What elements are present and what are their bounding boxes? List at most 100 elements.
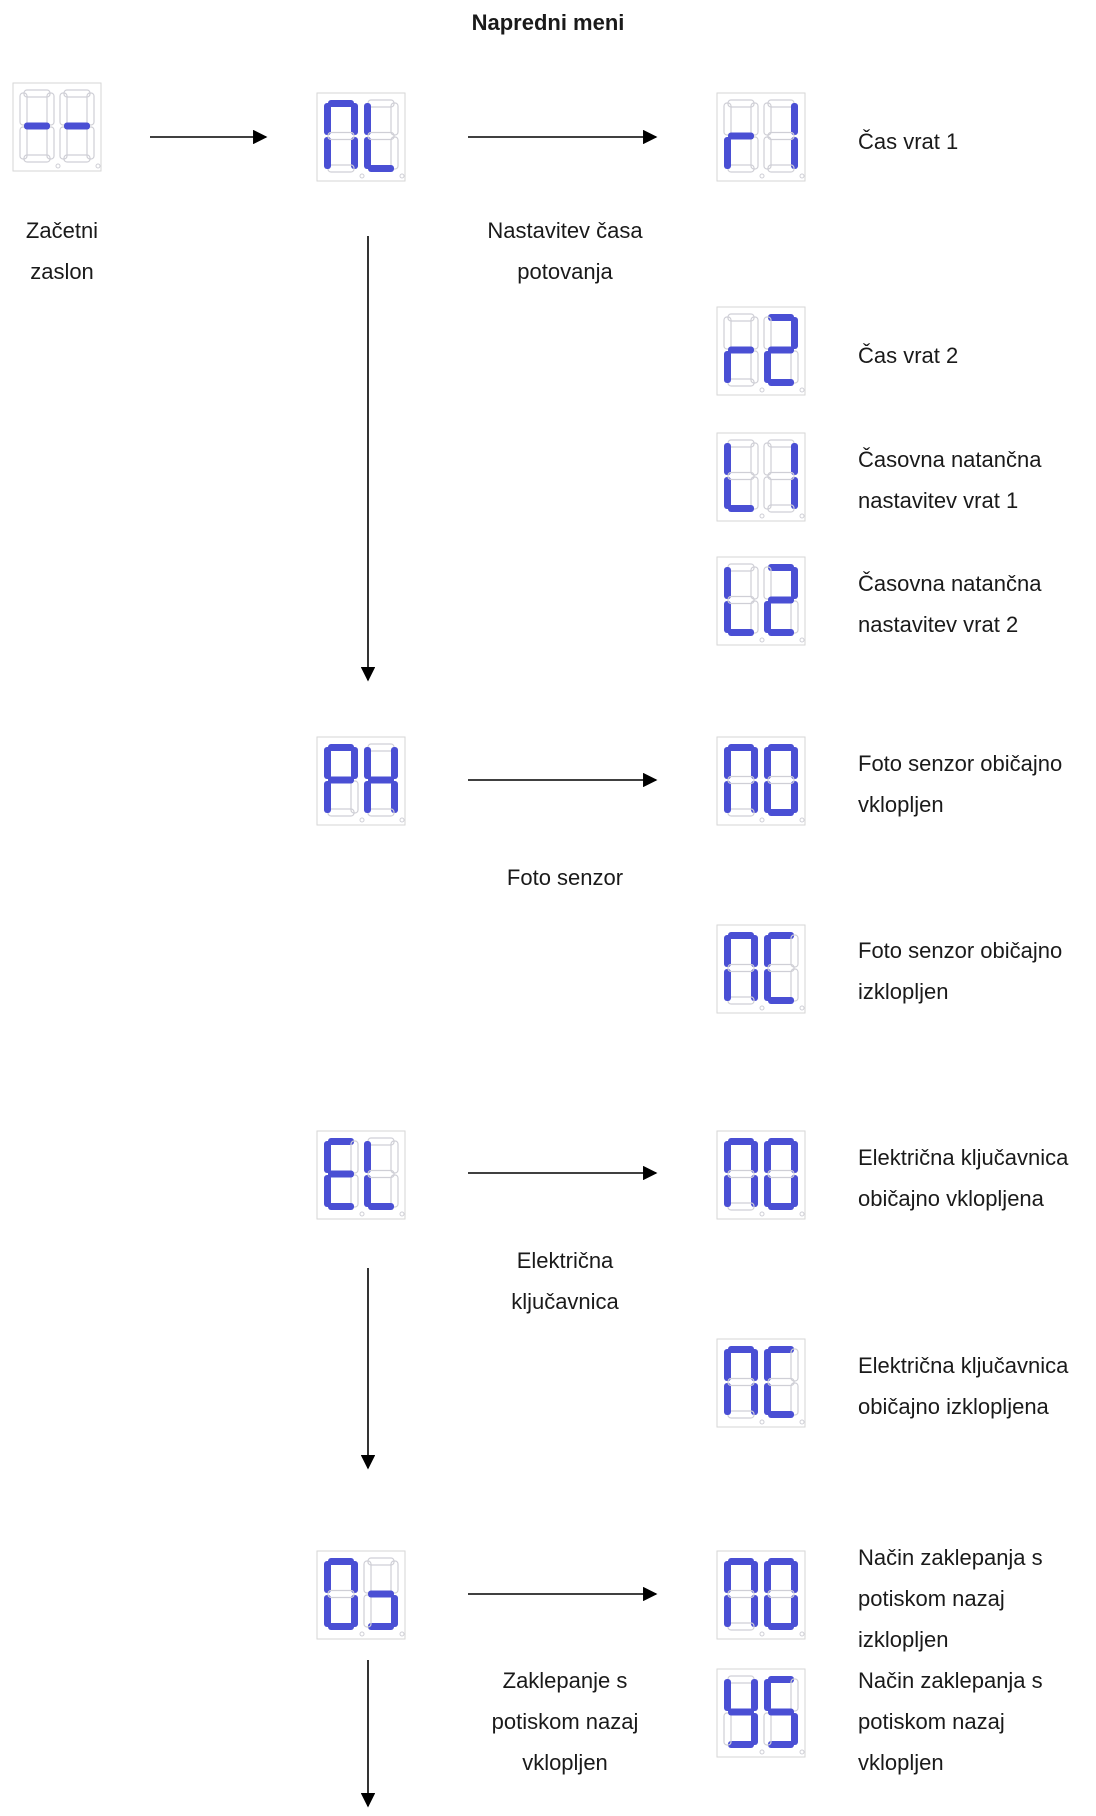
segment-g [328, 776, 354, 784]
segment-e [364, 1175, 371, 1207]
segment-c [790, 600, 799, 634]
segment-f [723, 316, 732, 350]
segment-f [324, 1561, 331, 1593]
segment-e [764, 601, 771, 633]
segment-g [728, 132, 754, 140]
segment-a [768, 1346, 794, 1353]
segment-a [328, 1138, 354, 1145]
segment-b [86, 92, 95, 126]
segment-f [763, 566, 772, 600]
segment-c [790, 350, 799, 384]
segment-e [764, 1383, 771, 1415]
segment-f [724, 747, 731, 779]
segment-d [368, 165, 394, 172]
segment-a [768, 932, 794, 939]
segment-g [727, 775, 755, 785]
segment-e [764, 1175, 771, 1207]
segment-f [19, 92, 28, 126]
display-option-r2 [716, 306, 806, 396]
segment-f [764, 747, 771, 779]
segment-d [768, 997, 794, 1004]
segment-c [391, 781, 398, 813]
segment-d [728, 1741, 754, 1748]
segment-a [728, 1558, 754, 1565]
segment-g [768, 1708, 794, 1716]
segment-g [767, 775, 795, 785]
segment-f [724, 443, 731, 475]
segment-c [791, 781, 798, 813]
segment-f [324, 747, 331, 779]
segment-e [724, 1595, 731, 1627]
segment-d [768, 629, 794, 636]
segment-d [368, 1623, 394, 1630]
segment-e [59, 126, 68, 160]
segment-g [728, 346, 754, 354]
segment-f [764, 1349, 771, 1381]
segment-d [728, 505, 754, 512]
segment-e [763, 1712, 772, 1746]
segment-e [764, 1595, 771, 1627]
segment-d [768, 1411, 794, 1418]
segment-g [727, 963, 755, 973]
display-lock-no [716, 1130, 806, 1220]
segment-e [364, 137, 371, 169]
segment-c [791, 1595, 798, 1627]
segment-f [364, 103, 371, 135]
segment-g [767, 131, 795, 141]
display-option-l1 [716, 432, 806, 522]
segment-c [791, 477, 798, 509]
segment-g [64, 122, 90, 130]
segment-f [764, 1141, 771, 1173]
segment-g [368, 1590, 394, 1598]
segment-f [723, 102, 732, 136]
segment-e [724, 1383, 731, 1415]
segment-g [727, 471, 755, 481]
segment-g [327, 131, 355, 141]
segment-c [751, 1383, 758, 1415]
segment-g [767, 1589, 795, 1599]
segment-f [724, 1561, 731, 1593]
segment-d [368, 1203, 394, 1210]
segment-f [724, 567, 731, 599]
segment-g [767, 1169, 795, 1179]
segment-c [791, 1175, 798, 1207]
segment-e [764, 351, 771, 383]
segment-e [724, 1175, 731, 1207]
segment-c [791, 1713, 798, 1745]
segment-c [751, 781, 758, 813]
segment-a [768, 1676, 794, 1683]
segment-c [350, 1174, 359, 1208]
segment-e [19, 126, 28, 160]
segment-b [791, 1141, 798, 1173]
segment-e [324, 781, 331, 813]
segment-e [364, 781, 371, 813]
segment-e [724, 781, 731, 813]
segment-a [328, 100, 354, 107]
segment-f [764, 1561, 771, 1593]
display-push-no [716, 1550, 806, 1640]
segment-g [368, 776, 394, 784]
segment-g [24, 122, 50, 130]
segment-e [324, 1595, 331, 1627]
segment-c [751, 969, 758, 1001]
segment-b [751, 747, 758, 779]
segment-e [363, 1594, 372, 1628]
segment-d [768, 379, 794, 386]
segment-b [791, 443, 798, 475]
segment-f [364, 1141, 371, 1173]
segment-e [724, 601, 731, 633]
segment-a [768, 314, 794, 321]
segment-c [391, 1595, 398, 1627]
segment-c [351, 137, 358, 169]
segment-e [724, 137, 731, 169]
segment-d [768, 809, 794, 816]
segment-c [751, 1595, 758, 1627]
display-electric-lock [316, 1130, 406, 1220]
